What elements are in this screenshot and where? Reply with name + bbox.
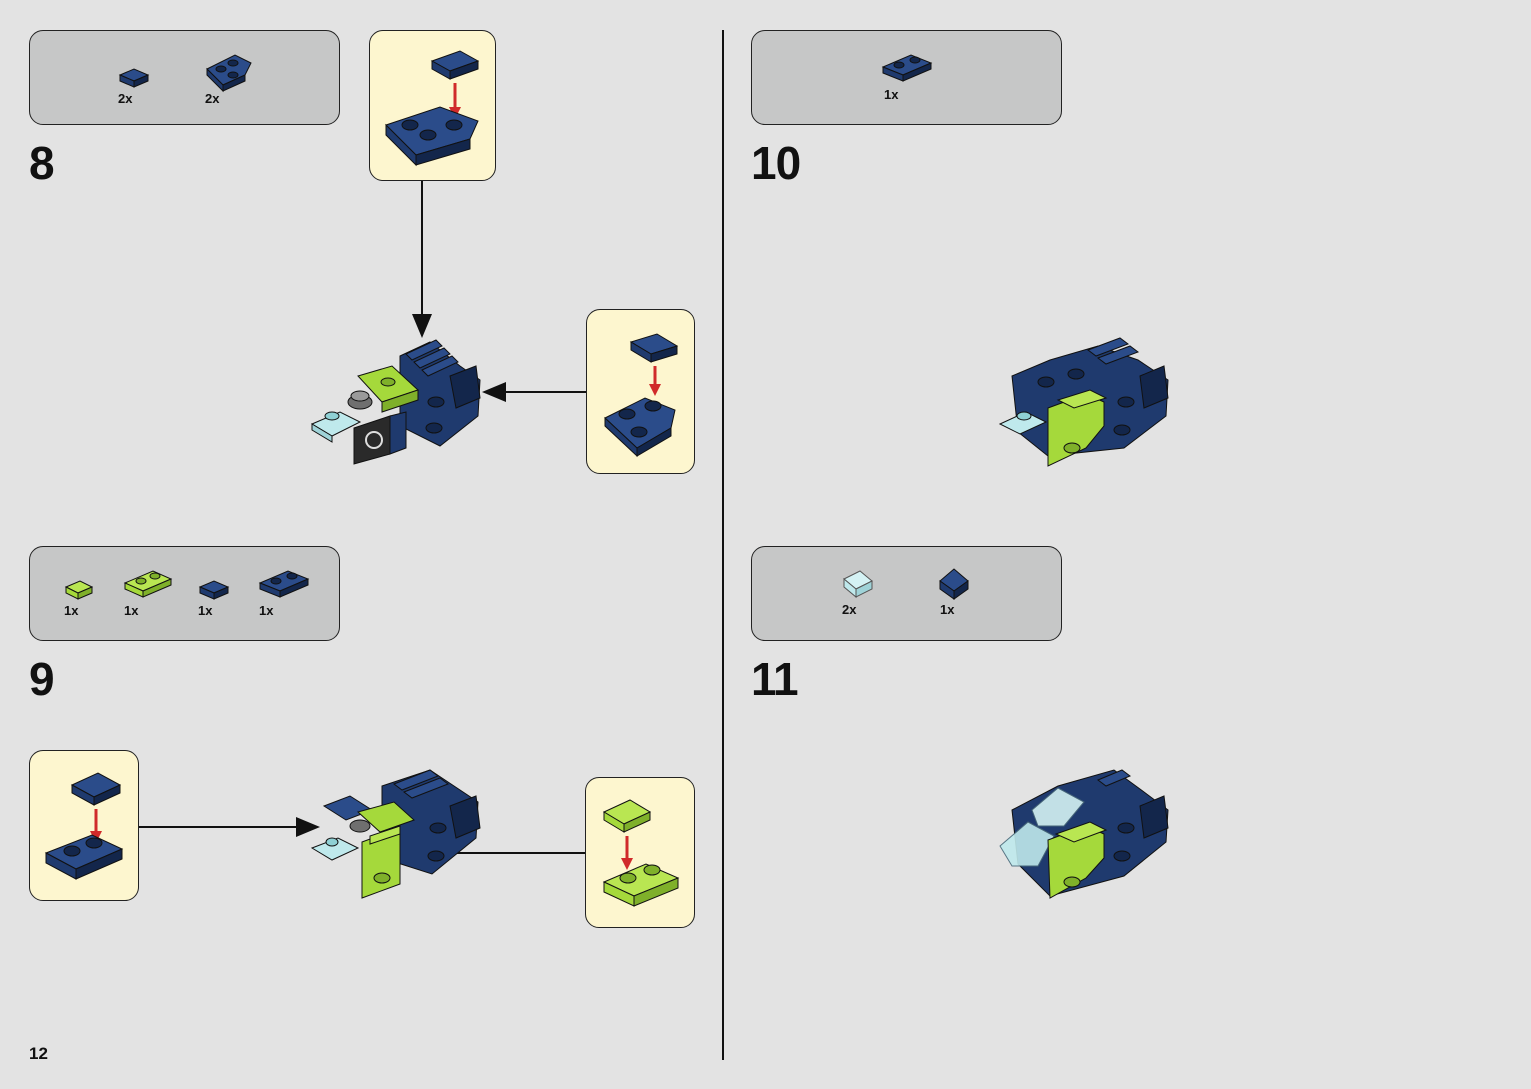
sub-assembly-callout-right <box>586 309 695 474</box>
slope-trans-light-blue-icon <box>843 570 873 599</box>
sub-assembly-callout-left <box>29 750 139 901</box>
model-step-10 <box>998 337 1169 467</box>
step-number-9: 9 <box>29 653 55 705</box>
model-step-8 <box>310 339 481 465</box>
qty-label: 1x <box>64 603 79 618</box>
sub-assembly-callout-right <box>585 777 695 928</box>
qty-label: 2x <box>118 91 133 106</box>
assembly-diagram <box>44 772 124 880</box>
qty-label: 1x <box>940 602 955 617</box>
parts-list-step-9: 1x 1x 1x 1x <box>29 546 340 641</box>
wedge-plate-dark-blue-icon <box>206 54 252 93</box>
parts-list-step-8: 2x 2x <box>29 30 340 125</box>
plate-1x2-dark-blue-icon <box>258 570 310 598</box>
qty-label: 1x <box>884 87 899 102</box>
qty-label: 1x <box>124 603 139 618</box>
sub-assembly-callout-top <box>369 30 496 181</box>
page-number: 12 <box>29 1044 48 1063</box>
slope-dark-blue-icon <box>939 568 969 600</box>
model-step-11 <box>999 769 1169 899</box>
plate-1x2-dark-blue-icon <box>881 54 933 82</box>
assembly-diagram <box>604 333 679 458</box>
column-divider <box>722 30 724 1060</box>
tile-1x1-dark-blue-icon <box>198 580 230 600</box>
assembly-diagram <box>385 50 480 167</box>
step-number-11: 11 <box>751 653 799 705</box>
qty-label: 2x <box>205 91 220 106</box>
tile-1x1-lime-icon <box>64 580 94 600</box>
parts-list-step-11: 2x 1x <box>751 546 1062 641</box>
step-number-8: 8 <box>29 137 55 189</box>
model-step-9 <box>310 769 481 899</box>
parts-list-step-10: 1x <box>751 30 1062 125</box>
plate-1x1-dark-blue-icon <box>118 68 150 88</box>
assembly-diagram <box>602 799 680 907</box>
qty-label: 1x <box>198 603 213 618</box>
plate-1x2-lime-icon <box>123 570 173 598</box>
qty-label: 1x <box>259 603 274 618</box>
step-number-10: 10 <box>751 137 801 189</box>
qty-label: 2x <box>842 602 857 617</box>
